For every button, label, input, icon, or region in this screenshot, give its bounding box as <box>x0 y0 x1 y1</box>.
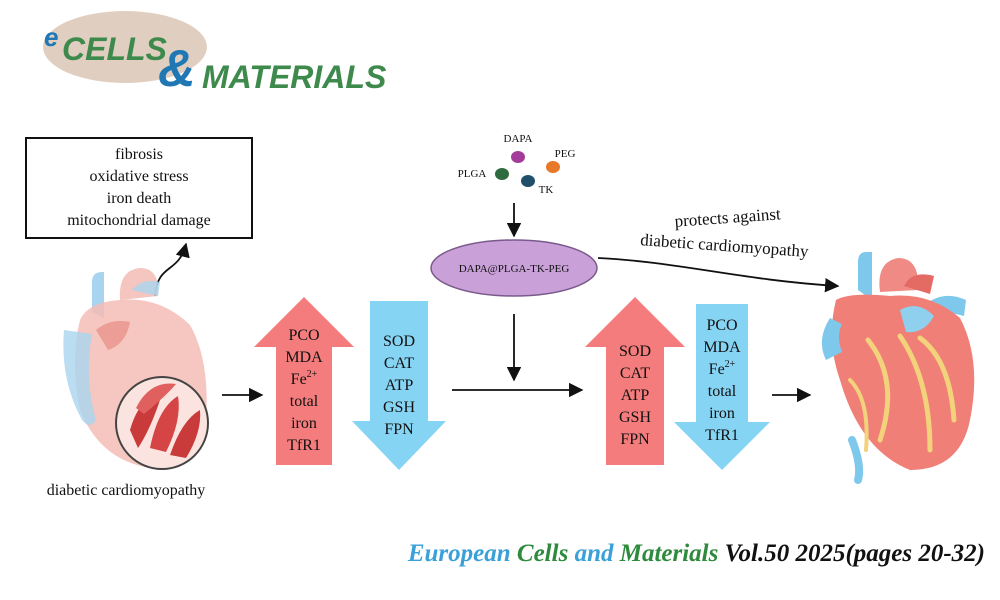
right-up-item-cat: CAT <box>620 365 650 382</box>
citation-word-european: European <box>407 540 511 567</box>
logo-oval <box>43 11 207 83</box>
right-up-item-fpn: FPN <box>620 431 650 448</box>
logo-ampersand: & <box>158 40 196 98</box>
left-down-item-gsh: GSH <box>383 399 415 416</box>
finding-mitochondrial-damage: mitochondrial damage <box>67 212 211 229</box>
left-up-item-iron: iron <box>291 415 317 432</box>
diseased-heart-illustration <box>63 268 209 470</box>
left-up-item-mda: MDA <box>285 349 323 366</box>
left-down-item-sod: SOD <box>383 333 415 350</box>
right-down-item-pco: PCO <box>706 317 737 334</box>
findings-box: fibrosis oxidative stress iron death mit… <box>25 137 253 239</box>
left-down-item-fpn: FPN <box>384 421 414 438</box>
left-down-item-cat: CAT <box>384 355 414 372</box>
left-up-item-tfr1: TfR1 <box>287 437 321 454</box>
protect-text-line1: protects against <box>674 204 782 230</box>
nanoparticle: DAPA@PLGA-TK-PEG <box>430 239 598 297</box>
left-decrease-arrow: SOD CAT ATP GSH FPN <box>352 301 446 470</box>
nanoparticle-ellipse <box>430 239 598 297</box>
right-down-item-iron: iron <box>709 405 735 422</box>
nanoparticle-components: DAPA PEG PLGA TK <box>458 133 576 196</box>
nanoparticle-label: DAPA@PLGA-TK-PEG <box>459 263 570 275</box>
finding-oxidative-stress: oxidative stress <box>89 168 188 185</box>
component-tk-label: TK <box>539 184 554 196</box>
logo-cells: CELLS <box>62 31 168 67</box>
finding-fibrosis: fibrosis <box>115 146 163 163</box>
right-down-item-tfr1: TfR1 <box>705 427 739 444</box>
right-down-item-total: total <box>708 383 737 400</box>
component-plga-label: PLGA <box>458 168 487 180</box>
left-down-item-atp: ATP <box>385 377 414 394</box>
component-dapa-label: DAPA <box>504 133 533 145</box>
citation-word-cells: Cells <box>516 540 569 567</box>
component-peg-dot <box>546 161 560 173</box>
left-up-item-pco: PCO <box>288 327 319 344</box>
citation-word-materials: Materials <box>619 540 719 567</box>
component-plga-dot <box>495 168 509 180</box>
citation-word-and: and <box>574 540 614 567</box>
left-increase-arrow: PCO MDA Fe2+ total iron TfR1 <box>254 297 354 465</box>
right-up-item-sod: SOD <box>619 343 651 360</box>
right-down-item-mda: MDA <box>703 339 741 356</box>
citation-volume-pages: Vol.50 2025(pages 20-32) <box>724 540 985 567</box>
component-peg-label: PEG <box>555 148 576 160</box>
finding-iron-death: iron death <box>107 190 171 207</box>
left-heart-label: diabetic cardiomyopathy <box>47 482 206 499</box>
right-up-item-gsh: GSH <box>619 409 651 426</box>
logo-materials: MATERIALS <box>202 59 387 95</box>
curved-arrow-to-box <box>154 242 190 297</box>
right-increase-arrow: SOD CAT ATP GSH FPN <box>585 297 685 465</box>
right-decrease-arrow: PCO MDA Fe2+ total iron TfR1 <box>674 304 770 470</box>
arrow-protects-to-heart <box>597 257 840 293</box>
right-up-item-atp: ATP <box>621 387 650 404</box>
protect-text-line2: diabetic cardiomyopathy <box>640 230 810 261</box>
logo-e-letter: e <box>44 22 58 52</box>
component-tk-dot <box>521 175 535 187</box>
journal-citation: European Cells and Materials Vol.50 2025… <box>0 540 985 568</box>
healthy-heart-illustration <box>821 252 975 484</box>
left-up-item-total: total <box>290 393 319 410</box>
journal-logo: e CELLS & MATERIALS <box>43 11 387 98</box>
component-dapa-dot <box>511 151 525 163</box>
